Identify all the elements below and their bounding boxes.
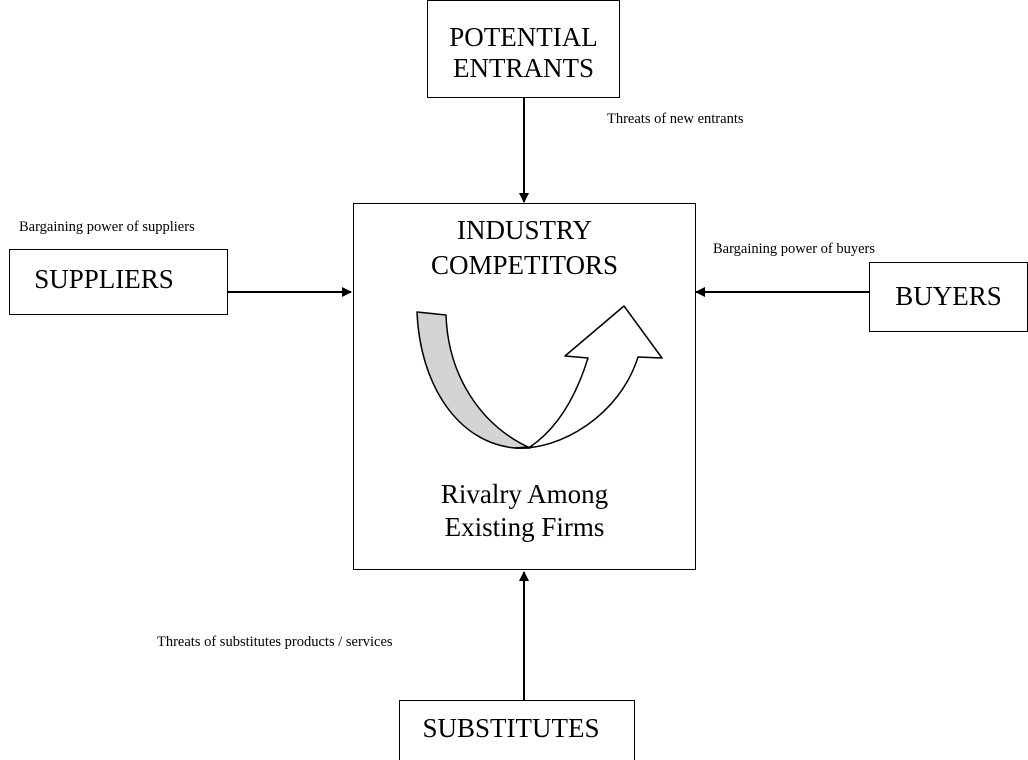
potential-entrants-box bbox=[427, 0, 620, 98]
buyers-box bbox=[869, 262, 1028, 332]
potential-entrants-line1: POTENTIAL bbox=[449, 22, 598, 52]
industry-competitors-box bbox=[353, 203, 696, 570]
substitutes-box bbox=[399, 700, 635, 760]
new-entrants-label: Threats of new entrants bbox=[607, 111, 744, 127]
suppliers-power-label: Bargaining power of suppliers bbox=[19, 219, 195, 235]
arrow-body bbox=[514, 305, 663, 449]
buyers-label: BUYERS bbox=[895, 281, 1002, 311]
ribbon-fold bbox=[416, 311, 531, 449]
buyers-power-label: Bargaining power of buyers bbox=[713, 241, 876, 257]
suppliers-box bbox=[9, 249, 228, 315]
industry-competitors-line1: INDUSTRY bbox=[456, 215, 592, 245]
rivalry-line1: Rivalry Among bbox=[440, 479, 609, 509]
suppliers-label: SUPPLIERS bbox=[34, 264, 174, 294]
potential-entrants-line2: ENTRANTS bbox=[453, 53, 594, 83]
substitutes-label: SUBSTITUTES bbox=[422, 713, 600, 743]
substitutes-threat-label: Threats of substitutes products / servic… bbox=[157, 634, 393, 650]
curved-u-turn-arrow-icon bbox=[416, 305, 663, 449]
rivalry-line2: Existing Firms bbox=[444, 512, 605, 542]
industry-competitors-line2: COMPETITORS bbox=[430, 250, 619, 280]
